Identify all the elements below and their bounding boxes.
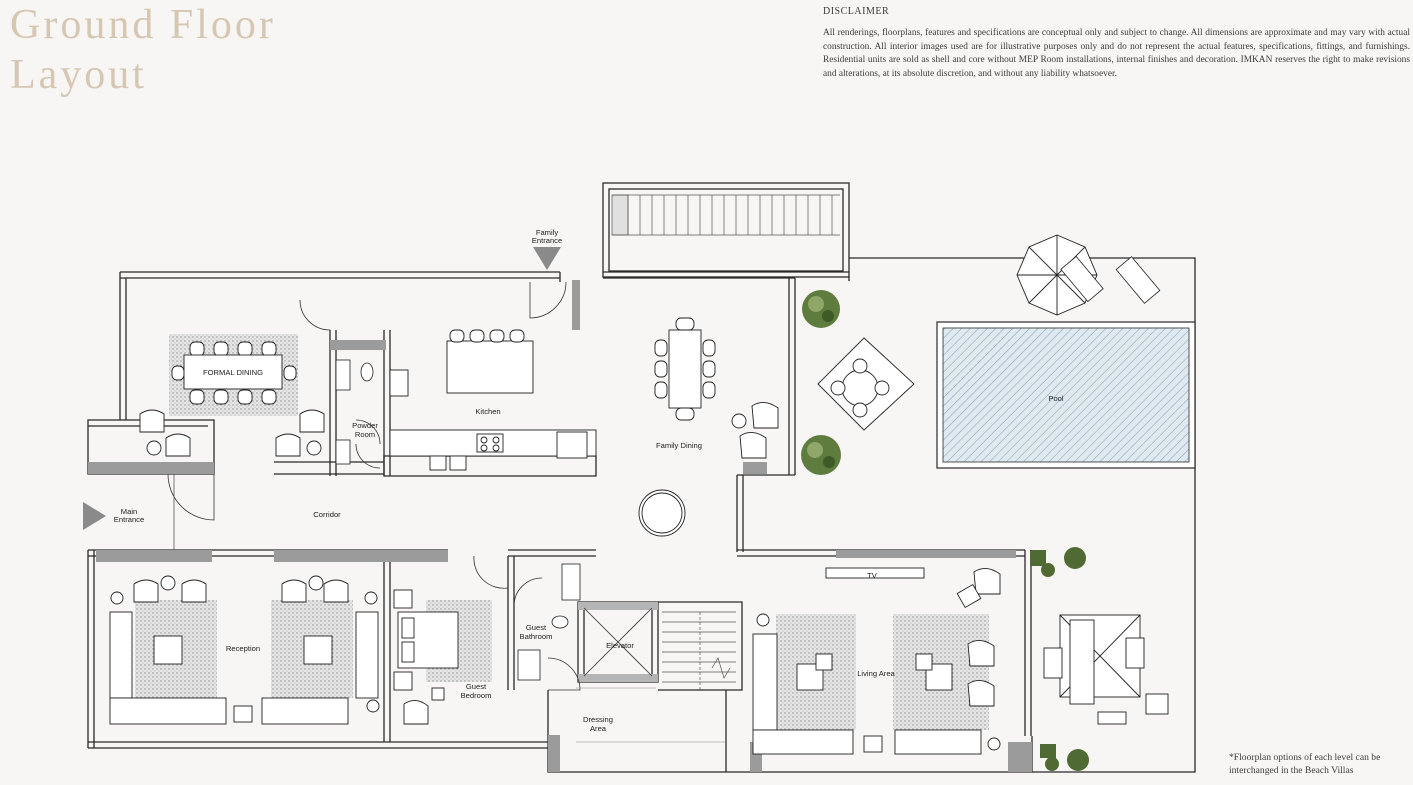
living-area-furniture (752, 567, 1001, 755)
dressing-area-label-1: Dressing (583, 715, 613, 724)
footnote: *Floorplan options of each level can be … (1229, 752, 1381, 776)
sun-loungers (1060, 255, 1161, 304)
reception-label: Reception (226, 644, 260, 653)
outdoor-lounge (1043, 614, 1169, 725)
corridor-label: Corridor (313, 510, 341, 519)
stair-top (611, 194, 840, 236)
reception-furniture (109, 575, 380, 725)
kitchen-label: Kitchen (475, 407, 500, 416)
stair-lower (662, 611, 736, 690)
kitchen-fixtures (389, 329, 597, 471)
guest-bedroom-furniture (393, 589, 459, 725)
plant-icon (801, 290, 1089, 771)
living-area-label: Living Area (857, 669, 895, 678)
page-title: Ground Floor Layout (10, 0, 276, 100)
guest-bedroom-label-1: Guest (466, 682, 487, 691)
outdoor-dining-set (817, 337, 915, 431)
disclaimer-heading: DISCLAIMER (823, 6, 890, 17)
family-entrance-arrow (533, 247, 561, 270)
title-line-2: Layout (10, 52, 147, 98)
main-entrance-arrow (83, 502, 106, 530)
main-entrance-label-2: Entrance (114, 515, 144, 524)
guest-bathroom-label-2: Bathroom (520, 632, 553, 641)
family-entrance-label-1: Family (536, 228, 559, 237)
guest-bathroom-label-1: Guest (526, 623, 547, 632)
disclaimer: DISCLAIMER All renderings, floorplans, f… (823, 6, 1410, 81)
elevator-label: Elevator (606, 641, 634, 650)
doors (167, 281, 581, 691)
umbrella-icon (1016, 234, 1098, 316)
main-entrance-label-1: Main (121, 507, 137, 516)
powder-room-fixtures (335, 359, 374, 465)
tv-label: TV (867, 571, 878, 580)
title-line-1: Ground Floor (10, 2, 276, 48)
formal-dining-label: FORMAL DINING (203, 368, 263, 377)
family-entrance-label-2: Entrance (532, 236, 562, 245)
dressing-area-label-2: Area (590, 724, 607, 733)
powder-room-label-2: Room (355, 430, 375, 439)
pool-label: Pool (1048, 394, 1064, 403)
guest-bedroom-label-2: Bedroom (461, 691, 492, 700)
powder-room-label-1: Powder (352, 421, 378, 430)
family-dining-label: Family Dining (656, 441, 702, 450)
formal-dining-chairs (171, 341, 297, 405)
family-dining-furniture (638, 317, 779, 537)
guest-bathroom-fixtures (517, 563, 581, 681)
pool (942, 327, 1190, 463)
disclaimer-text: All renderings, floorplans, features and… (823, 28, 1410, 79)
